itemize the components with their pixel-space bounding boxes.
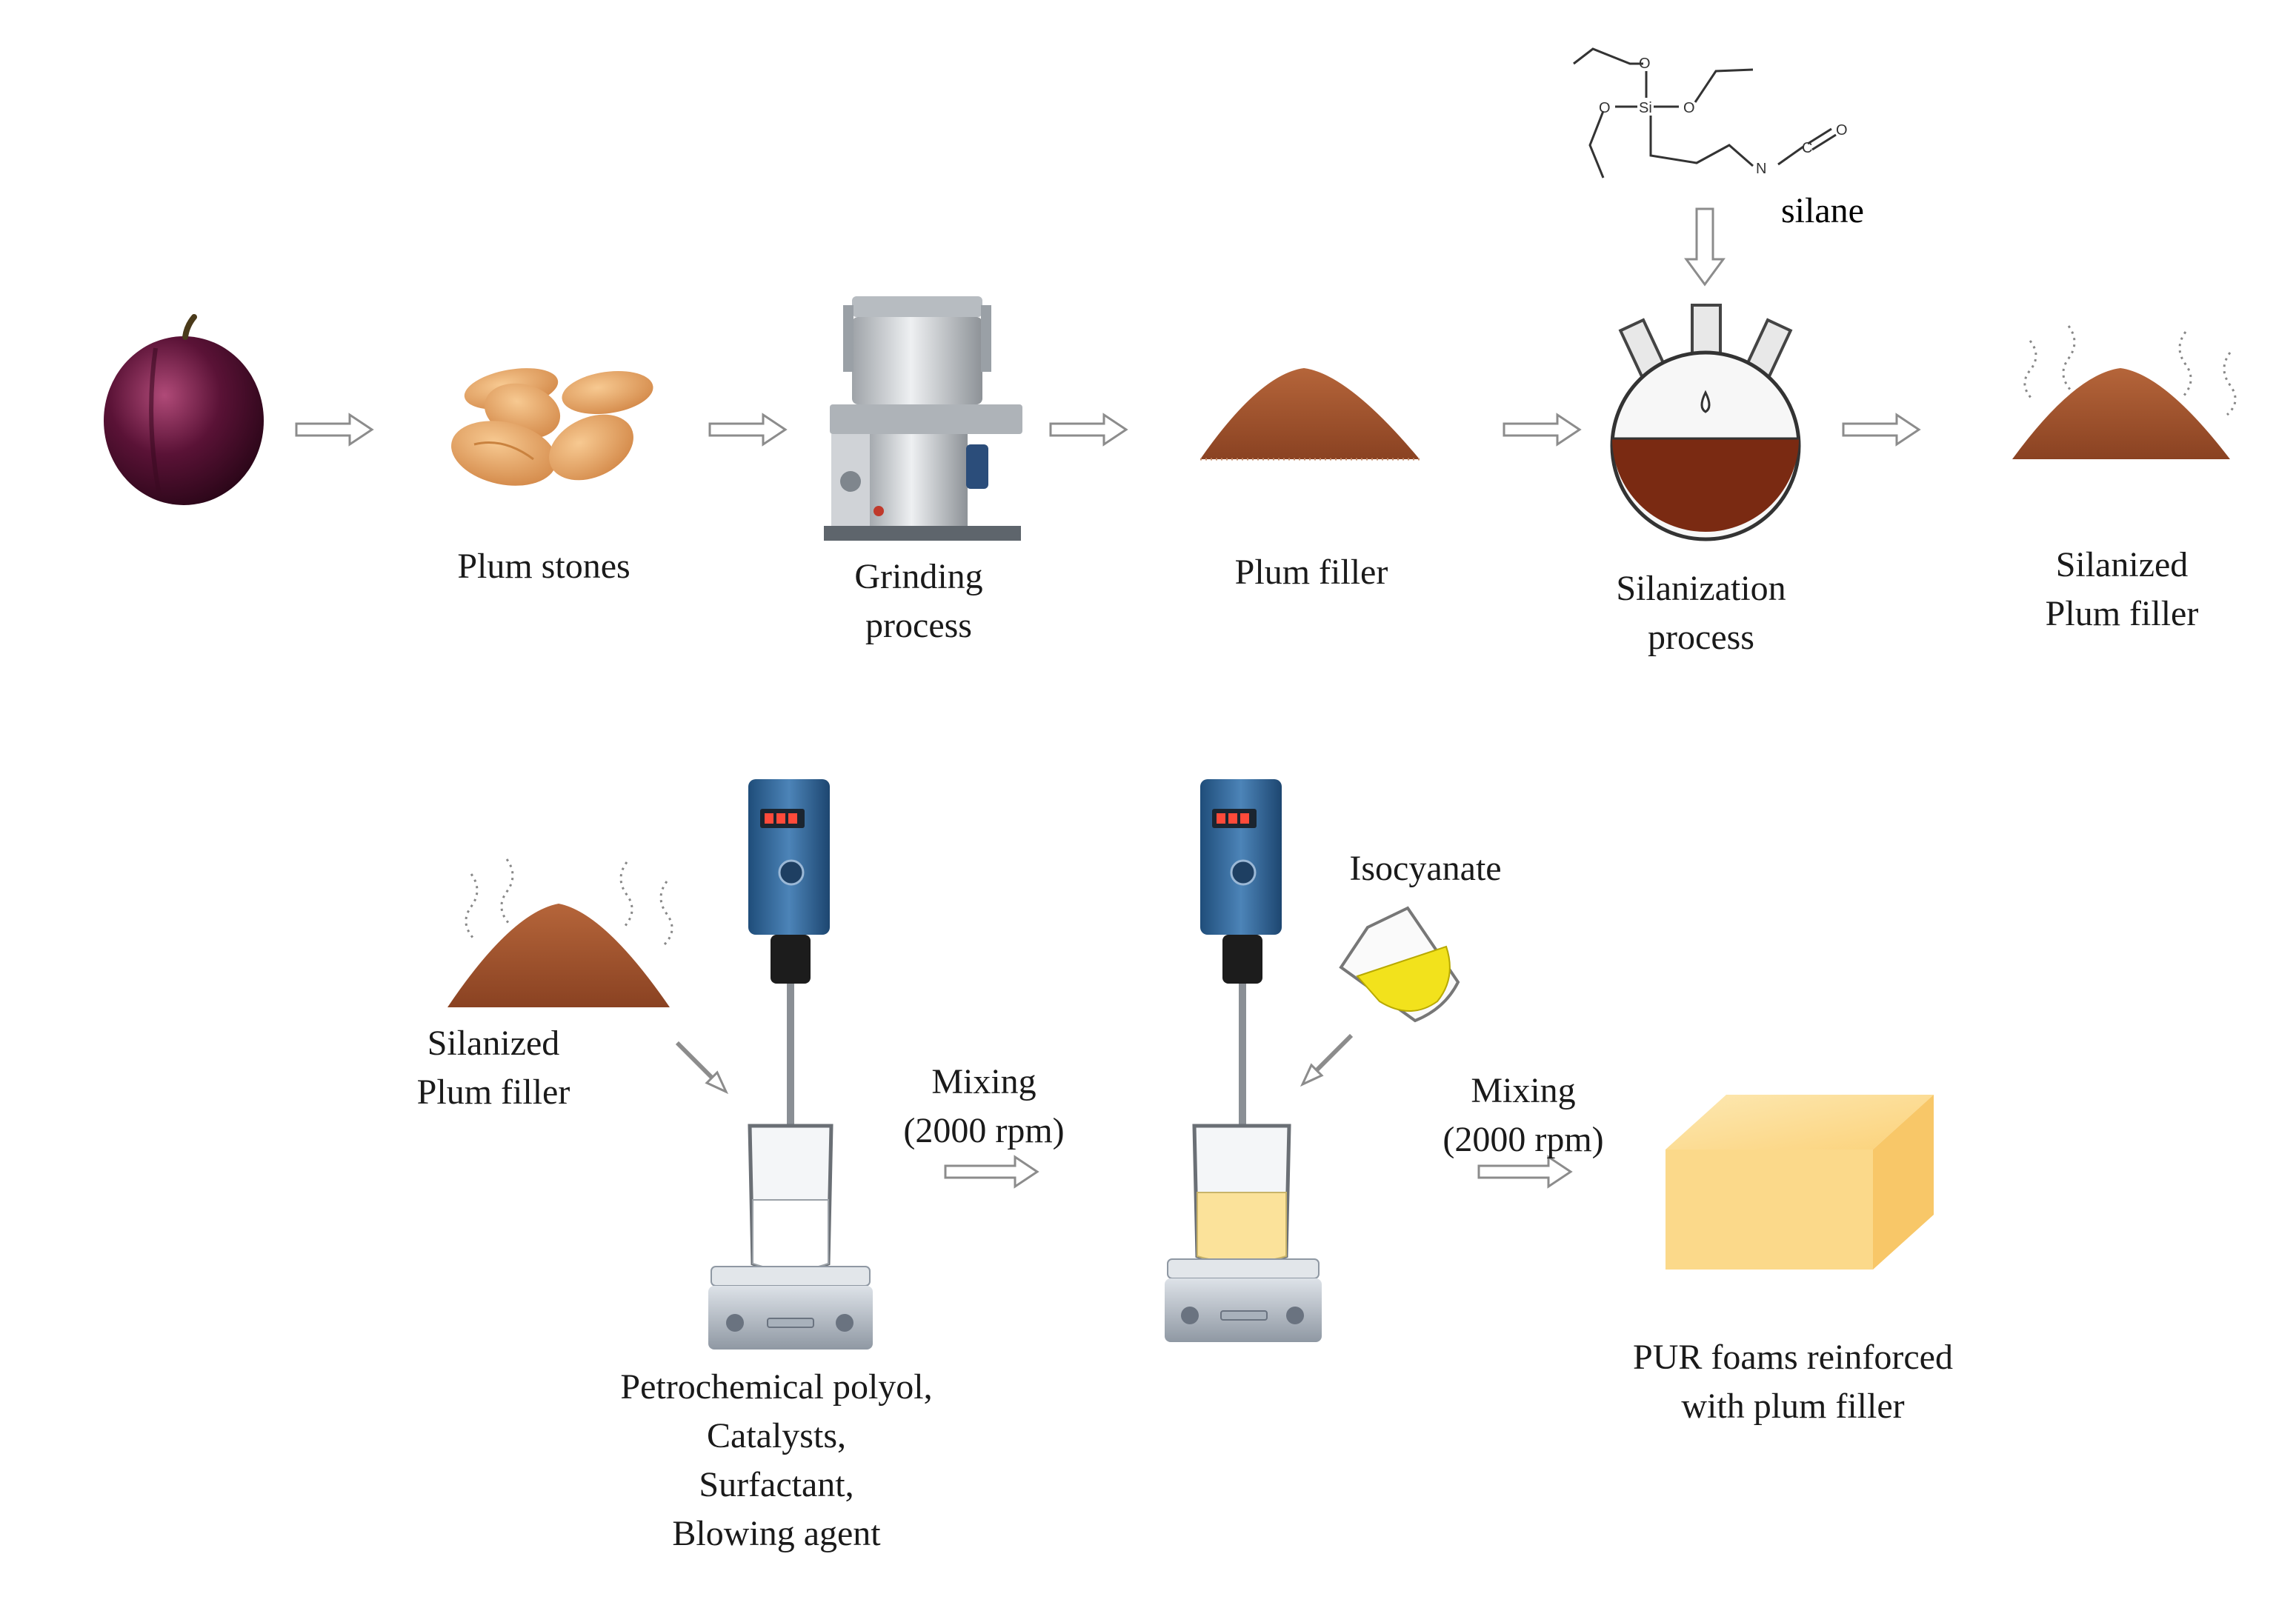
arrow-filler-to-flask	[1503, 413, 1582, 447]
silane-structure	[1573, 47, 1837, 179]
silanized-filler-label-top: Silanized Plum filler	[2046, 541, 2199, 638]
pur-foam-block	[1666, 1095, 1934, 1270]
atom-o-1: O	[1639, 56, 1651, 72]
diagonal-arrow-isocyanate-to-beaker	[1300, 1033, 1354, 1087]
atom-c: C	[1802, 140, 1812, 156]
foam-line-1: PUR foams reinforced	[1633, 1338, 1953, 1377]
plum-icon	[104, 314, 264, 505]
arrow-plum-to-stones	[295, 413, 374, 447]
polyol-components-label: Petrochemical polyol, Catalysts, Surfact…	[620, 1363, 932, 1558]
silanized-bottom-line-2: Plum filler	[416, 1072, 570, 1112]
plum-filler-pile	[1200, 368, 1420, 461]
pur-foam-label: PUR foams reinforced with plum filler	[1633, 1333, 1953, 1431]
polyol-line-4: Blowing agent	[672, 1514, 881, 1553]
silane-label: silane	[1781, 191, 1864, 230]
arrow-flask-to-silanized	[1842, 413, 1921, 447]
polyol-line-3: Surfactant,	[699, 1465, 854, 1504]
isocyanate-beaker-icon	[1339, 906, 1460, 1023]
isocyanate-text: Isocyanate	[1349, 849, 1502, 888]
silanized-filler-pile-top	[2012, 325, 2237, 459]
stir-plate-1	[708, 1266, 873, 1350]
silane-atom-labels: O Si O O N C O	[1599, 56, 1848, 177]
atom-o-4: O	[1836, 122, 1848, 139]
plum-stones-text: Plum stones	[457, 547, 630, 586]
stir-plate-2	[1165, 1258, 1322, 1342]
flow-arrow-mixing-1	[944, 1155, 1039, 1189]
plum-filler-label: Plum filler	[1235, 548, 1388, 597]
silanization-line-1: Silanization	[1616, 569, 1786, 608]
arrow-grinder-to-filler	[1049, 413, 1128, 447]
flow-arrow-mixing-2	[1477, 1155, 1573, 1189]
overhead-stirrer-1	[748, 779, 830, 1213]
plum-stones-icon	[451, 368, 653, 486]
beaker-2	[1192, 1124, 1291, 1265]
beaker-1	[748, 1124, 833, 1272]
mixing-label-2: Mixing (2000 rpm)	[1443, 1067, 1603, 1164]
silane-down-arrow	[1684, 207, 1726, 287]
silanized-bottom-line-1: Silanized	[427, 1024, 560, 1063]
silanized-filler-pile-bottom	[447, 858, 673, 1007]
atom-o-2: O	[1683, 100, 1695, 116]
silanized-top-line-1: Silanized	[2055, 545, 2189, 584]
mixing2-line-2: (2000 rpm)	[1443, 1120, 1604, 1159]
silanized-filler-label-bottom: Silanized Plum filler	[417, 1019, 570, 1117]
plum-filler-text: Plum filler	[1234, 553, 1388, 592]
grinding-label: Grinding process	[854, 553, 982, 650]
isocyanate-label: Isocyanate	[1349, 844, 1501, 893]
silanization-line-2: process	[1648, 618, 1754, 657]
mixing2-line-1: Mixing	[1471, 1071, 1576, 1110]
mixing-label-1: Mixing (2000 rpm)	[903, 1058, 1064, 1155]
mixing1-line-2: (2000 rpm)	[903, 1111, 1065, 1150]
diagonal-arrow-filler-to-beaker	[675, 1041, 729, 1095]
atom-n: N	[1756, 161, 1766, 177]
silanized-top-line-2: Plum filler	[2045, 594, 2199, 633]
foam-line-2: with plum filler	[1681, 1387, 1905, 1426]
mixing1-line-1: Mixing	[931, 1062, 1036, 1101]
reaction-flask	[1610, 304, 1801, 541]
atom-o-3: O	[1599, 100, 1611, 116]
polyol-line-2: Catalysts,	[707, 1416, 846, 1455]
grinding-line-1: Grinding	[854, 557, 983, 596]
atom-si: Si	[1639, 100, 1652, 116]
grinder-icon	[824, 296, 1022, 541]
polyol-line-1: Petrochemical polyol,	[620, 1367, 933, 1407]
flow-arrows-top	[295, 413, 1921, 447]
silanization-label: Silanization process	[1616, 564, 1786, 662]
plum-stones-label: Plum stones	[457, 542, 630, 591]
grinding-line-2: process	[865, 606, 972, 645]
overhead-stirrer-2	[1200, 779, 1282, 1213]
arrow-stones-to-grinder	[708, 413, 788, 447]
